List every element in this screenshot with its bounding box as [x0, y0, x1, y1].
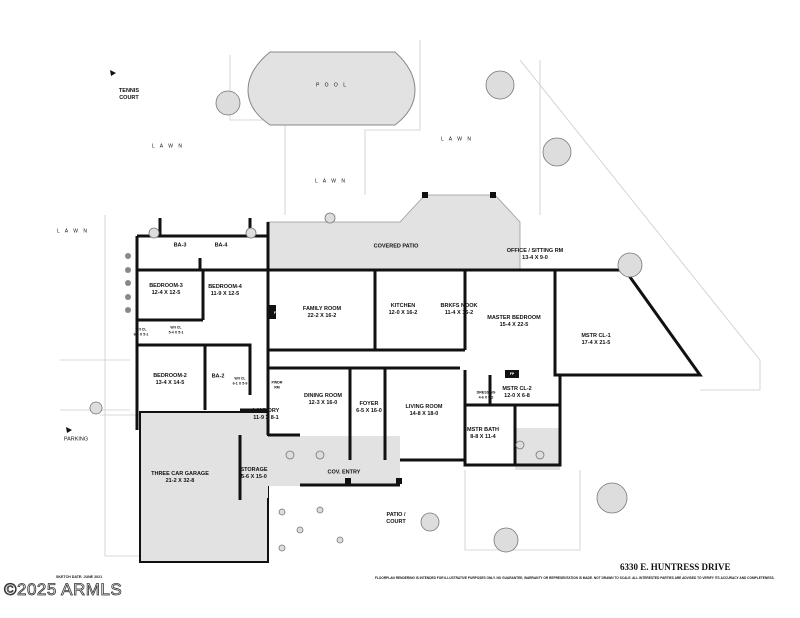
fireplace-blocks [268, 192, 519, 484]
tennis-marker-icon [110, 70, 116, 76]
parking-marker-icon [66, 427, 72, 433]
cov-entry-label: COV. ENTRY [327, 469, 361, 476]
landscaping [89, 70, 643, 553]
covered-patio-area [267, 194, 521, 271]
lawn-label: L A W N [57, 228, 89, 235]
room-label-ba-3: BA-3 [173, 242, 187, 249]
covered-patio-label: COVERED PATIO [373, 243, 419, 250]
sketch-date: SKETCH DATE: JUNE 2021 [56, 575, 103, 579]
storage-floor [240, 436, 268, 498]
watermark: ©2025 ARMLS [4, 580, 123, 600]
pool-label: P O O L [316, 82, 348, 89]
lawn-label: L A W N [315, 178, 347, 185]
patio-court-label: PATIO /COURT [386, 512, 406, 525]
lawn-label: L A W N [441, 136, 473, 143]
pool [247, 51, 416, 126]
walls [135, 218, 703, 500]
room-label-ba-2: BA-2 [211, 373, 225, 380]
bath-floor [515, 428, 560, 470]
fireplace-label: FP [509, 371, 515, 376]
property-address: 6330 E. HUNTRESS DRIVE [620, 562, 731, 572]
lawn-label: L A W N [152, 143, 184, 150]
fireplace-label: FP [273, 310, 279, 315]
parking-label: PARKING [63, 436, 89, 443]
disclaimer: FLOORPLAN RENDERING IS INTENDED FOR ILLU… [375, 576, 775, 580]
cov-entry-floor [268, 436, 400, 486]
border-shrubs [125, 253, 131, 313]
room-label-ba-4: BA-4 [214, 242, 228, 249]
